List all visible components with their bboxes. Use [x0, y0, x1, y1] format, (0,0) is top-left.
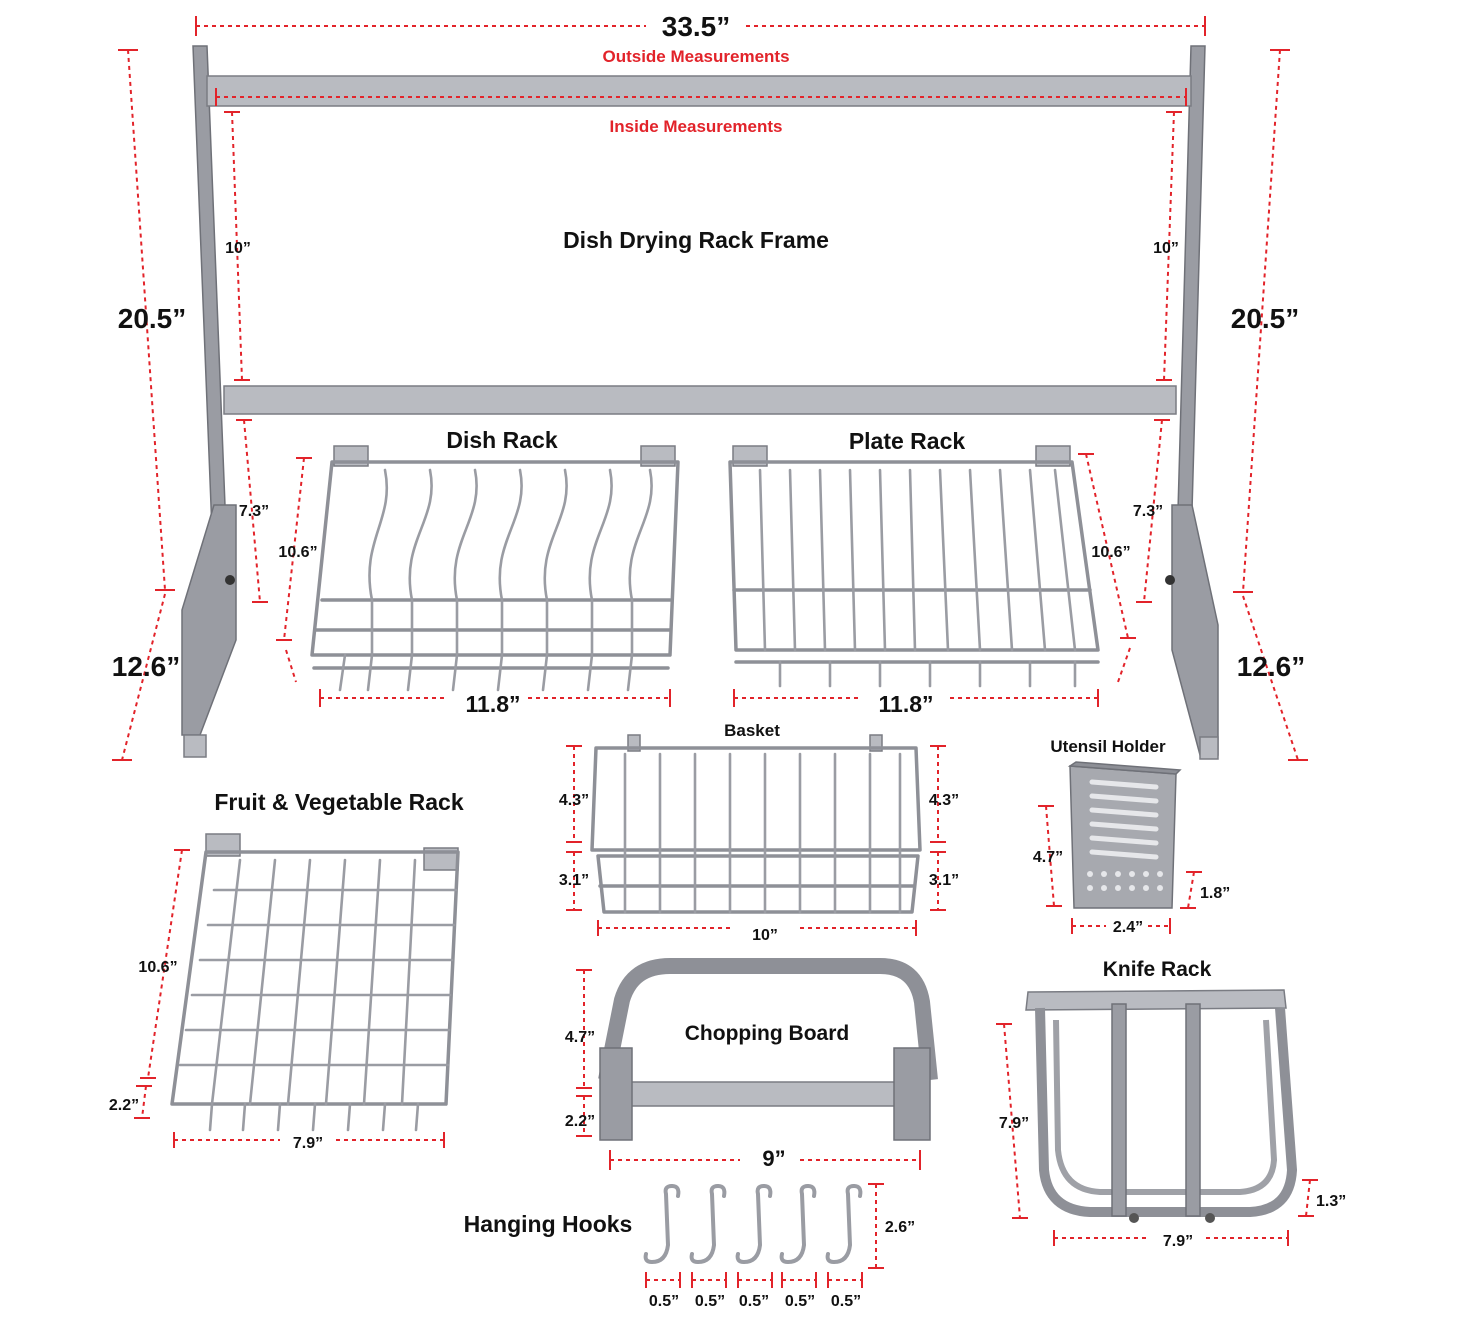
frame-width-dimension: 33.5” Outside Measurements Inside Measur… — [195, 11, 1206, 136]
utensil-holder-illustration — [1067, 761, 1182, 909]
inside-measurements-label: Inside Measurements — [610, 117, 783, 136]
basket-upper-left-label: 4.3” — [559, 792, 589, 809]
basket-upper-right-label: 4.3” — [929, 792, 959, 809]
utensil-holder-title: Utensil Holder — [1050, 737, 1166, 756]
chopping-board-title: Chopping Board — [685, 1022, 849, 1045]
chopping-board-illustration — [598, 958, 938, 1141]
outside-measurements-label: Outside Measurements — [602, 47, 789, 66]
hook-width-label: 0.5” — [695, 1293, 725, 1310]
chopping-board-lower-label: 2.2” — [565, 1113, 595, 1130]
plate-rack-illustration — [728, 445, 1100, 688]
basket-lower-right-label: 3.1” — [929, 872, 959, 889]
dish-rack-title: Dish Rack — [446, 427, 557, 453]
frame-lower-height-right-label: 12.6” — [1237, 651, 1306, 682]
utensil-holder-width-label: 2.4” — [1113, 919, 1143, 936]
basket-width-label: 10” — [752, 927, 778, 944]
hooks-title: Hanging Hooks — [464, 1211, 633, 1237]
hook-width-label: 0.5” — [785, 1293, 815, 1310]
dish-rack-width-label: 11.8” — [466, 691, 521, 717]
chopping-board-width-label: 9” — [762, 1146, 785, 1171]
rack-frame — [181, 45, 1219, 760]
plate-rack-depth-label: 10.6” — [1091, 544, 1130, 561]
inner-lower-right-label: 7.3” — [1133, 503, 1163, 520]
frame-right-height-dimensions: 20.5” 12.6” 10” 7.3” — [1133, 49, 1308, 761]
hooks-illustration — [643, 1184, 863, 1265]
dish-rack-illustration — [310, 445, 680, 692]
frame-height-left-label: 20.5” — [118, 303, 187, 334]
inner-lower-left-label: 7.3” — [239, 503, 269, 520]
basket-illustration — [590, 734, 922, 914]
dish-rack-depth-label: 10.6” — [278, 544, 317, 561]
frame-title: Dish Drying Rack Frame — [563, 227, 829, 253]
knife-rack-depth-label: 7.9” — [999, 1115, 1029, 1132]
knife-rack-height-label: 1.3” — [1316, 1193, 1346, 1210]
fruit-rack-illustration — [170, 833, 460, 1132]
chopping-board-upper-label: 4.7” — [565, 1029, 595, 1046]
knife-rack-title: Knife Rack — [1103, 958, 1212, 981]
plate-rack-width-label: 11.8” — [879, 691, 934, 717]
fruit-rack-height-label: 2.2” — [109, 1097, 139, 1114]
frame-width-label: 33.5” — [662, 11, 731, 42]
utensil-holder-height-label: 4.7” — [1033, 849, 1063, 866]
hook-width-label: 0.5” — [649, 1293, 679, 1310]
knife-rack-illustration — [1025, 989, 1297, 1223]
inner-upper-right-label: 10” — [1153, 240, 1179, 257]
utensil-holder-depth-label: 1.8” — [1200, 885, 1230, 902]
fruit-rack-width-label: 7.9” — [293, 1135, 323, 1152]
knife-rack-width-label: 7.9” — [1163, 1233, 1193, 1250]
hook-width-label: 0.5” — [831, 1293, 861, 1310]
hook-width-dimensions — [645, 1272, 863, 1288]
basket-title: Basket — [724, 721, 780, 740]
plate-rack-title: Plate Rack — [849, 428, 966, 454]
frame-height-right-label: 20.5” — [1231, 303, 1300, 334]
hooks-height-label: 2.6” — [885, 1219, 915, 1236]
fruit-rack-title: Fruit & Vegetable Rack — [214, 789, 463, 815]
basket-lower-left-label: 3.1” — [559, 872, 589, 889]
fruit-rack-depth-label: 10.6” — [138, 959, 177, 976]
hook-width-label: 0.5” — [739, 1293, 769, 1310]
frame-left-height-dimensions: 20.5” 12.6” 10” 7.3” — [112, 49, 269, 761]
inner-upper-left-label: 10” — [225, 240, 251, 257]
frame-lower-height-left-label: 12.6” — [112, 651, 181, 682]
